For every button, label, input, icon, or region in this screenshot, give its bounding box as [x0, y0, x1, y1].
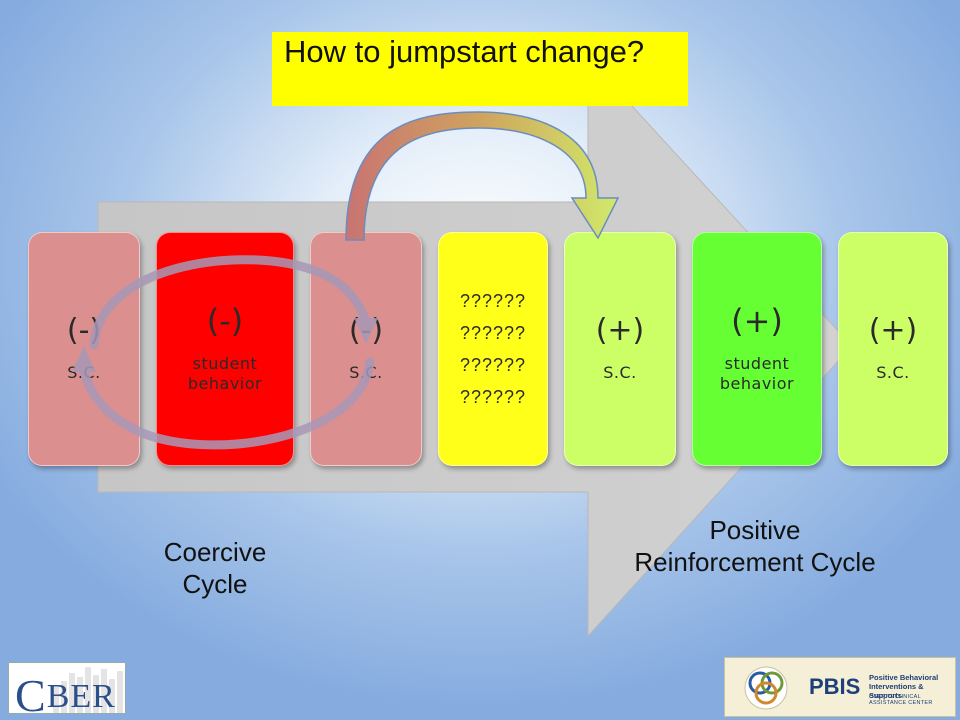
card-subtitle: student behavior	[187, 353, 263, 394]
cber-logo-text: CBER	[15, 670, 116, 714]
pbis-logo: PBIS Positive Behavioral Interventions &…	[724, 657, 956, 717]
card-unknown: ?????? ?????? ?????? ??????	[438, 232, 548, 466]
page-title: How to jumpstart change?	[272, 32, 688, 106]
unknown-line-4: ??????	[459, 387, 527, 407]
card-negative-student-behavior: (-) student behavior	[156, 232, 294, 466]
unknown-line-3: ??????	[459, 355, 527, 375]
coercive-cycle-label: Coercive Cycle	[163, 537, 267, 599]
card-subtitle: student behavior	[719, 353, 795, 394]
card-subtitle: S.C.	[603, 362, 637, 382]
card-sign: (-)	[348, 313, 384, 349]
card-subtitle: S.C.	[67, 362, 101, 382]
card-sign: (+)	[731, 301, 783, 340]
positive-cycle-label: Positive Reinforcement Cycle	[634, 515, 876, 577]
card-sign: (-)	[206, 301, 244, 340]
card-subtitle: S.C.	[349, 362, 383, 382]
cber-logo: CBER	[8, 662, 126, 714]
card-sign: (+)	[868, 313, 918, 349]
card-positive-student-behavior: (+) student behavior	[692, 232, 822, 466]
card-negative-sc-1: (-) S.C.	[28, 232, 140, 466]
unknown-line-2: ??????	[459, 323, 527, 343]
card-sign: (+)	[595, 313, 645, 349]
card-positive-sc-2: (+) S.C.	[838, 232, 948, 466]
pbis-center-text: OSEP TECHNICAL ASSISTANCE CENTER	[869, 694, 933, 706]
pbis-name: PBIS	[809, 674, 861, 699]
card-subtitle: S.C.	[876, 362, 910, 382]
card-sign: (-)	[66, 313, 102, 349]
pbis-tagline: Positive Behavioral Interventions & Supp…	[869, 673, 939, 700]
unknown-line-1: ??????	[459, 291, 527, 311]
card-negative-sc-2: (-) S.C.	[310, 232, 422, 466]
bar-graphic-icon	[53, 667, 123, 713]
card-positive-sc-1: (+) S.C.	[564, 232, 676, 466]
pbis-rings-icon	[744, 666, 788, 710]
